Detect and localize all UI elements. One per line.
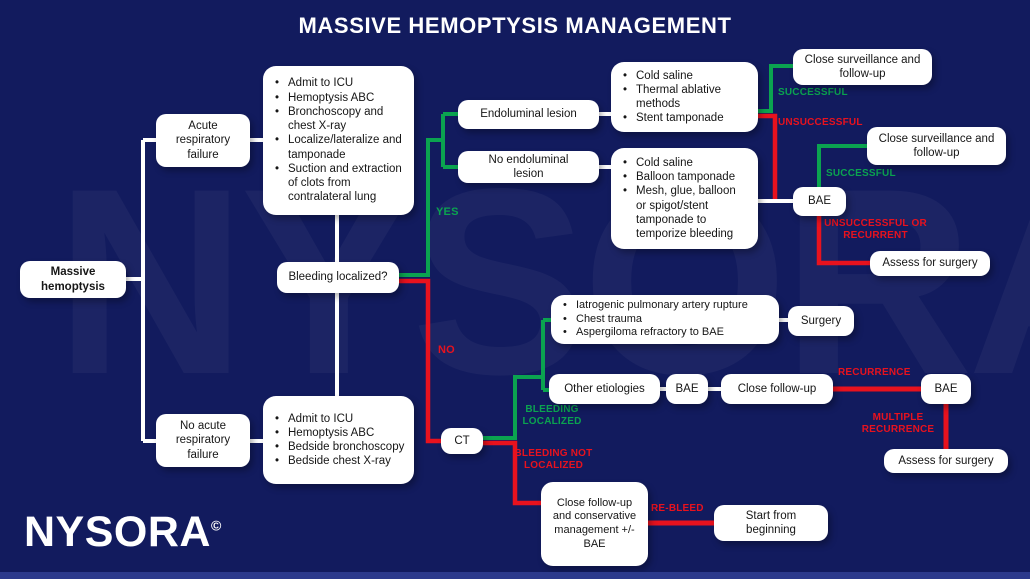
node-label: Close surveillance and follow-up (804, 53, 921, 80)
node-bleeding-localized: Bleeding localized? (277, 262, 399, 293)
bullet-item: Admit to ICU (272, 412, 404, 427)
node-label: BAE (675, 382, 699, 395)
bottom-accent-strip (0, 572, 1030, 579)
node-close-follow-up: Close follow-up (721, 374, 833, 404)
node-bae-recurrence: BAE (921, 374, 971, 404)
copyright-mark: © (210, 517, 222, 534)
edge-unsuccessful-recurrent-path (816, 216, 870, 266)
bullet-item: Admit to ICU (272, 76, 405, 91)
node-label: Close surveillance and follow-up (878, 132, 995, 159)
bullet-item: Bedside bronchoscopy (272, 440, 404, 455)
edge-bleeding-not-localized-path (483, 440, 541, 506)
edge-yes-path (399, 112, 459, 277)
edge-label-unsuccessful-endoluminal: UNSUCCESSFUL (778, 117, 863, 128)
edge-label-bleeding-not-localized: BLEEDING NOT LOCALIZED (514, 448, 593, 471)
node-conservative-management: Close follow-up and conservative managem… (541, 482, 648, 566)
edge-successful-endoluminal-path (758, 64, 793, 113)
node-assess-for-surgery-1: Assess for surgery (870, 251, 990, 276)
nysora-logo: NYSORA© (24, 508, 222, 557)
node-label: Assess for surgery (882, 257, 978, 270)
node-massive-hemoptysis: Massive hemoptysis (20, 261, 126, 298)
edge-label-re-bleed: RE-BLEED (651, 503, 704, 514)
node-label: Massive hemoptysis (41, 266, 105, 293)
node-endoluminal-lesion: Endoluminal lesion (458, 100, 599, 129)
bullet-item: Bedside chest X-ray (272, 454, 404, 469)
node-no-endoluminal-treatment: Cold saline Balloon tamponade Mesh, glue… (611, 148, 758, 249)
node-ct: CT (441, 428, 483, 454)
node-label: No acute respiratory failure (175, 420, 231, 461)
node-acute-management: Admit to ICU Hemoptysis ABC Bronchoscopy… (263, 66, 414, 215)
bullet-item: Mesh, glue, balloon or spigot/stent tamp… (620, 184, 749, 241)
bullet-item: Cold saline (620, 156, 749, 171)
edge-label-successful-bae: SUCCESSFUL (826, 168, 896, 179)
edge-unsuccessful-endoluminal-path (758, 113, 778, 201)
node-surgery: Surgery (788, 306, 854, 336)
bullet-item: Hemoptysis ABC (272, 426, 404, 441)
edge-bleeding-localized-path (483, 318, 552, 440)
node-label: CT (454, 434, 470, 447)
bullet-item: Stent tamponade (620, 111, 749, 126)
node-label: Other etiologies (564, 382, 645, 395)
node-no-acute-respiratory-failure: No acute respiratory failure (156, 414, 250, 467)
node-label: Start from beginning (745, 509, 797, 536)
node-label: Close follow-up and conservative managem… (552, 496, 637, 550)
bullet-item: Suction and extraction of clots from con… (272, 162, 405, 205)
page-title: MASSIVE HEMOPTYSIS MANAGEMENT (298, 13, 732, 38)
edge-label-multiple-recurrence: MULTIPLE RECURRENCE (861, 412, 935, 435)
bullet-item: Cold saline (620, 69, 749, 84)
edge-label-successful-endoluminal: SUCCESSFUL (778, 87, 848, 98)
node-label: Endoluminal lesion (480, 108, 577, 121)
node-start-from-beginning: Start from beginning (714, 505, 828, 541)
bullet-item: Localize/lateralize and tamponade (272, 133, 405, 162)
bullet-item: Hemoptysis ABC (272, 91, 405, 106)
node-no-endoluminal-lesion: No endoluminal lesion (458, 151, 599, 183)
node-bae-endoluminal: BAE (793, 187, 846, 216)
node-label: Assess for surgery (898, 454, 994, 467)
node-assess-for-surgery-2: Assess for surgery (884, 449, 1008, 473)
bullet-item: Iatrogenic pulmonary artery rupture (560, 299, 748, 313)
edge-label-bleeding-localized: BLEEDING LOCALIZED (522, 404, 582, 427)
node-label: No endoluminal lesion (488, 153, 569, 180)
edge-label-no: NO (438, 344, 455, 356)
node-no-acute-management: Admit to ICU Hemoptysis ABC Bedside bron… (263, 396, 414, 484)
node-acute-respiratory-failure: Acute respiratory failure (156, 114, 250, 167)
node-label: Surgery (800, 314, 842, 327)
edge-label-unsuccessful-or-recurrent: UNSUCCESSFUL OR RECURRENT (824, 218, 927, 241)
node-other-etiologies: Other etiologies (549, 374, 660, 404)
bullet-item: Chest trauma (560, 313, 748, 327)
node-label: Acute respiratory failure (175, 120, 231, 161)
node-endoluminal-treatment: Cold saline Thermal ablative methods Ste… (611, 62, 758, 132)
logo-text: NYSORA (24, 508, 211, 556)
node-close-surveillance-2: Close surveillance and follow-up (867, 127, 1006, 165)
edge-white-links (126, 112, 793, 443)
edge-label-recurrence: RECURRENCE (838, 367, 911, 378)
edge-label-yes: YES (436, 206, 459, 218)
edge-successful-bae-path (817, 144, 867, 188)
node-label: Close follow-up (737, 382, 817, 395)
node-bae-other: BAE (666, 374, 708, 404)
node-label: Bleeding localized? (288, 271, 388, 284)
bullet-item: Aspergiloma refractory to BAE (560, 326, 748, 340)
node-label: BAE (934, 382, 958, 395)
node-label: BAE (807, 195, 831, 208)
node-close-surveillance-1: Close surveillance and follow-up (793, 49, 932, 85)
node-surgery-indications: Iatrogenic pulmonary artery rupture Ches… (551, 295, 779, 344)
bullet-item: Bronchoscopy and chest X-ray (272, 105, 405, 134)
edge-no-path (399, 278, 442, 444)
bullet-item: Thermal ablative methods (620, 83, 749, 112)
bullet-item: Balloon tamponade (620, 170, 749, 185)
